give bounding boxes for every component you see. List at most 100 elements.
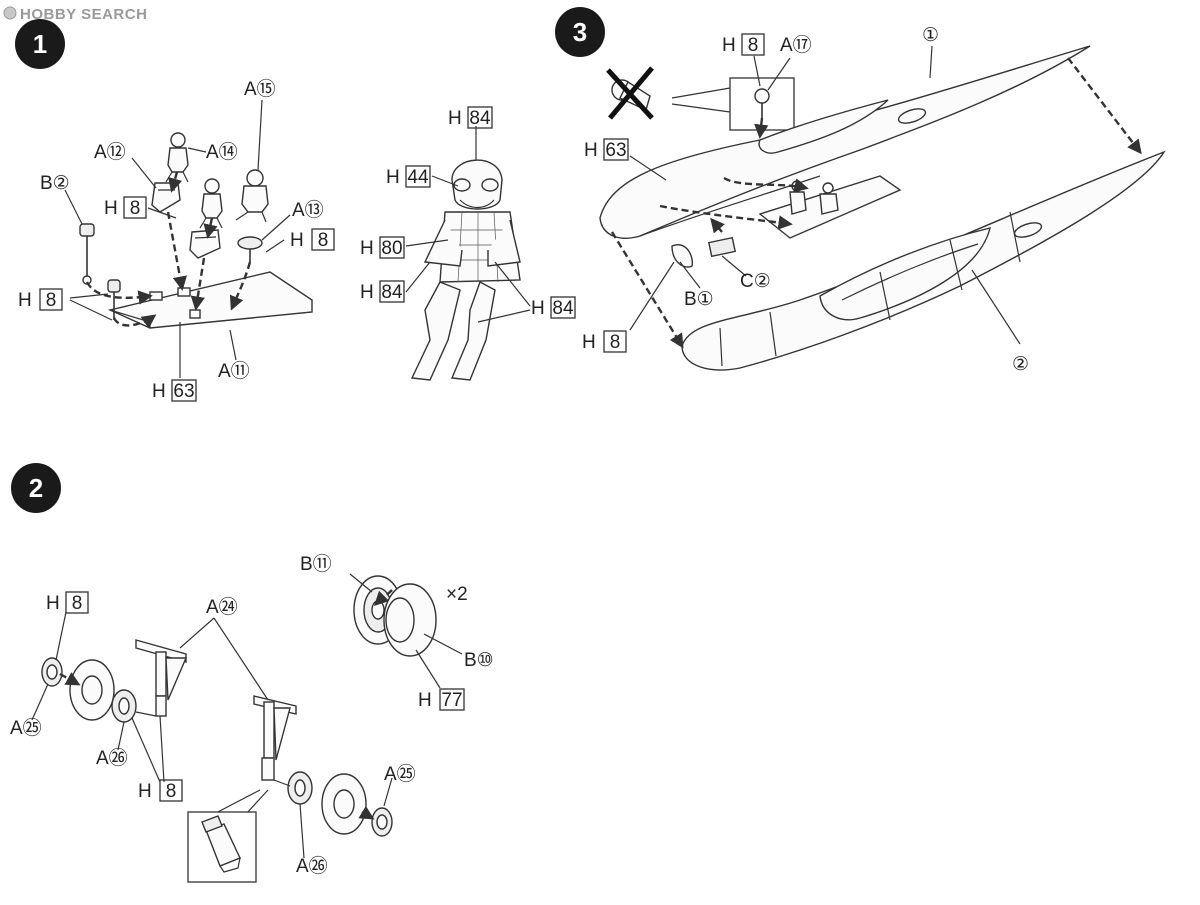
assembly-arrow-5 [229,261,252,311]
pilot-arm-left [423,219,463,267]
svg-text:63: 63 [173,381,194,402]
gun-mount-part [237,236,263,262]
main-wheel-tire-H77 [383,583,437,657]
pilot-figure-small-1 [165,132,189,183]
callout-pointer [671,87,731,113]
label-H63: H 63 [584,138,629,161]
svg-text:H: H [152,381,166,402]
control-column-part [79,223,95,285]
leader-H8-mid [147,207,177,219]
wheel-hub-A25-right [371,807,393,837]
svg-text:77: 77 [441,690,462,711]
leader-H8-bottom [131,715,165,783]
step-1-number: 1 [33,29,47,59]
pilot-face [459,199,495,209]
label-A14: A⑭ [206,141,238,163]
wheel-hub-A25-left [41,657,63,687]
label-A17: A⑰ [780,34,812,56]
step-1-badge: 1 [15,19,65,69]
canopy-2-inner [841,243,979,301]
svg-text:8: 8 [318,230,329,251]
svg-text:H: H [531,298,545,319]
assembly-arrow-6 [168,171,183,193]
svg-text:80: 80 [381,238,402,259]
canopy-opening-1 [758,99,889,154]
leader-A11 [229,329,237,361]
leader-H84-right [477,261,531,323]
floor-detail-2 [177,287,191,297]
leader-H80 [405,239,449,247]
svg-text:H: H [104,198,118,219]
assembly-arrow-3 [166,211,187,291]
leader-H8-left [55,611,67,661]
excluded-part-icon [606,66,654,120]
step-3-badge: 3 [555,7,605,57]
assembly-arrow-hub-left [59,672,81,686]
leader-H8-right [265,239,285,253]
leader-part-2 [971,269,1021,345]
axle-left [135,711,157,717]
pilot-figure-small-2 [199,178,223,229]
assembly-arrow-ring [754,117,769,139]
leader-C2 [721,255,747,277]
svg-text:H: H [584,140,598,161]
antenna-ring-part [754,88,770,118]
label-B1: B① [684,289,714,310]
step-2-number: 2 [29,473,43,503]
label-H8-left: H 8 [46,591,89,614]
label-A26-right: A㉖ [296,855,328,877]
assembly-arrow-4 [190,257,206,311]
fuselage-window-1 [897,108,927,124]
label-H8-top: H 8 [722,33,765,56]
svg-text:H: H [448,108,462,129]
leader-A14 [187,147,207,153]
svg-text:84: 84 [381,282,403,303]
pilot-leg-left [410,281,461,381]
wheel-hub-A26-left [111,689,137,723]
leader-H63 [629,155,667,181]
svg-text:44: 44 [407,167,429,188]
label-H8-bottom: H 8 [582,330,627,353]
hobby-search-logo: HOBBY SEARCH [3,6,147,23]
svg-text:H: H [386,167,400,188]
svg-text:8: 8 [610,332,621,353]
part-B1 [671,244,693,268]
leader-A24 [179,617,269,701]
watermark-text: HOBBY SEARCH [20,6,147,23]
label-H84-top: H 84 [448,106,493,129]
leader-H8-left [69,293,113,321]
svg-text:8: 8 [748,35,759,56]
fuselage-2-panel-lines [719,211,1021,367]
leader-B10 [423,633,463,655]
svg-text:8: 8 [72,593,83,614]
svg-text:63: 63 [605,140,626,161]
glue-tube-icon [201,815,241,873]
fuselage-half-1 [599,45,1091,239]
label-H63: H 63 [152,379,197,402]
label-H80: H 80 [360,236,405,259]
label-part-1: ① [922,25,939,46]
leader-H44 [431,175,459,187]
pilot-helmet [451,159,503,210]
label-A15: A⑮ [244,78,276,100]
label-times-2: ×2 [446,584,468,605]
step-3-number: 3 [573,17,587,47]
goggle-right [481,178,499,192]
label-C2: C② [740,271,771,292]
label-A25-right: A㉕ [384,763,416,785]
leader-H77 [415,649,441,689]
wheel-tire-left [69,659,115,721]
leader-A12 [131,157,157,189]
floor-detail-3 [189,309,201,319]
svg-text:8: 8 [166,781,177,802]
assembly-arrow-hub-right [358,805,375,820]
leader-A26-right [299,803,305,859]
leader-H8-bottom [629,261,675,331]
assembly-arrow-tail [1067,57,1142,155]
leader-A13 [261,214,291,241]
svg-text:H: H [360,282,374,303]
svg-text:8: 8 [130,198,141,219]
glue-callout-pointer [213,789,269,815]
leader-H84-left [405,261,431,293]
